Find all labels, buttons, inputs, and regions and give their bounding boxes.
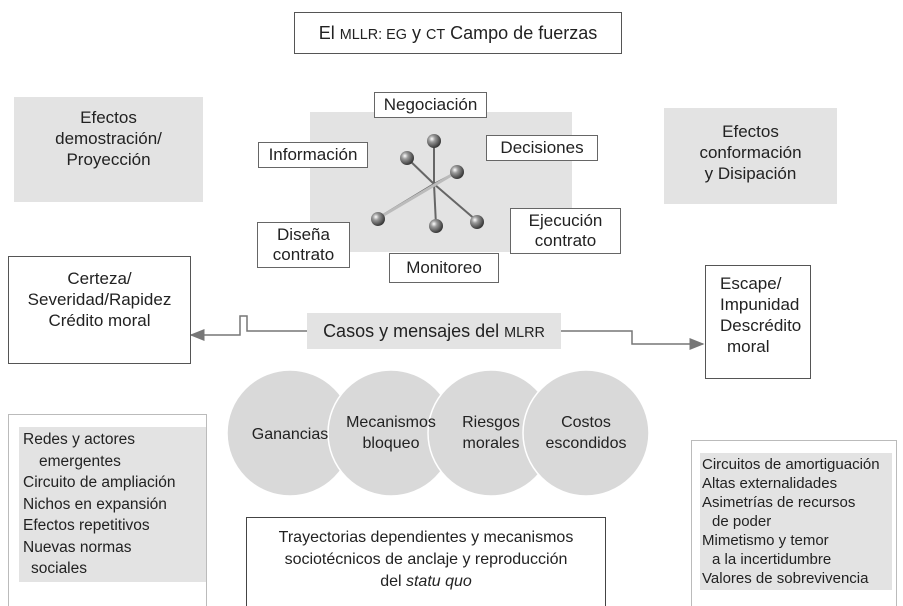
riesgos-line-2: morales <box>462 435 520 452</box>
node-monitoreo: Monitoreo <box>389 253 499 283</box>
arrow-to-certeza <box>189 315 307 341</box>
circle-label-costos: Costos escondidos <box>531 412 641 454</box>
overlapping-circles <box>226 369 650 497</box>
title-y: y <box>406 23 426 43</box>
right-effects-line-1: Efectos <box>722 122 779 141</box>
sphere-left-lower <box>371 212 385 226</box>
right-effects-box: Efectos conformación y Disipación <box>664 108 837 204</box>
trayectorias-statu-quo: statu quo <box>405 573 472 590</box>
costos-line-2: escondidos <box>545 435 627 452</box>
node-negociacion: Negociación <box>374 92 487 118</box>
mecanismos-line-1: Mecanismos <box>346 414 436 431</box>
escape-line-1: Escape/ <box>720 274 782 293</box>
circle-label-riesgos: Riesgos morales <box>436 412 546 454</box>
certeza-line-1: Certeza/ <box>67 269 132 288</box>
left-effects-line-2: demostración/ <box>55 129 162 148</box>
right-list-panel: Circuitos de amortiguación Altas externa… <box>691 440 897 606</box>
certeza-box: Certeza/ Severidad/Rapidez Crédito moral <box>8 256 191 364</box>
circle-label-ganancias: Ganancias <box>230 424 350 445</box>
riesgos-line-1: Riesgos <box>462 414 520 431</box>
mecanismos-line-2: bloqueo <box>362 435 420 452</box>
left-list-item-5: Efectos repetitivos <box>23 517 150 534</box>
title-ct: CT <box>425 27 446 43</box>
right-list-item-7: Valores de sobrevivencia <box>702 570 869 587</box>
ejecucion-line-1: Ejecución <box>528 211 603 230</box>
title-mllr: MLLR <box>339 27 379 43</box>
casos-box: Casos y mensajes del MLRR <box>307 313 561 349</box>
spoke-double-line <box>381 168 461 218</box>
sphere-bottom <box>429 219 443 233</box>
circle-costos <box>522 369 650 497</box>
spoke-monitoreo <box>433 183 437 226</box>
sphere-top <box>427 134 441 148</box>
right-list-item-6: a la incertidumbre <box>712 551 832 568</box>
trayectorias-del: del <box>380 573 406 590</box>
disena-line-1: Diseña <box>277 225 330 244</box>
sphere-left-upper <box>400 151 414 165</box>
right-list-item-2: Altas externalidades <box>702 475 838 492</box>
escape-box: Escape/ Impunidad Descrédito moral <box>705 265 811 379</box>
casos-text: Casos y mensajes del <box>323 321 505 341</box>
left-list-item-4: Nichos en expansión <box>23 495 167 513</box>
spoke-ejecucion <box>433 183 478 222</box>
escape-line-4: moral <box>727 337 770 356</box>
title-colon: : <box>378 27 387 43</box>
left-effects-line-1: Efectos <box>80 108 137 127</box>
trayectorias-line-3: del statu quo <box>247 571 605 593</box>
arrow-to-escape <box>561 330 705 350</box>
ejecucion-line-2: contrato <box>534 231 597 250</box>
left-effects-line-3: Proyección <box>66 150 151 169</box>
node-ejecucion-contrato: Ejecución contrato <box>510 208 621 254</box>
left-list-item-1: Redes y actores <box>23 431 135 448</box>
title-eg: EG <box>386 27 407 43</box>
disena-line-2: contrato <box>272 245 335 264</box>
node-informacion: Información <box>258 142 368 168</box>
sphere-right-lower <box>470 215 484 229</box>
right-list-item-3: Asimetrías de recursos <box>702 494 856 511</box>
right-list-item-5: Mimetismo y temor <box>702 532 829 549</box>
node-disena-contrato: Diseña contrato <box>257 222 350 268</box>
right-effects-line-3: y Disipación <box>704 164 797 183</box>
escape-line-3: Descrédito <box>720 316 802 335</box>
diagram-title: El MLLR: EG y CT Campo de fuerzas <box>294 12 622 54</box>
left-effects-box: Efectos demostración/ Proyección <box>14 97 203 202</box>
star-spokes <box>377 141 478 226</box>
right-list: Circuitos de amortiguación Altas externa… <box>700 453 892 590</box>
ganancias-line: Ganancias <box>251 426 329 443</box>
certeza-line-2: Severidad/Rapidez <box>27 290 172 309</box>
left-list-item-3: Circuito de ampliación <box>23 474 176 491</box>
sphere-group <box>371 134 484 233</box>
costos-line-1: Costos <box>561 414 611 431</box>
trayectorias-box: Trayectorias dependientes y mecanismos s… <box>246 517 606 606</box>
right-list-item-4: de poder <box>712 513 772 530</box>
sphere-right-upper <box>450 165 464 179</box>
certeza-line-3: Crédito moral <box>48 311 151 330</box>
trayectorias-line-2: sociotécnicos de anclaje y reproducción <box>284 551 568 568</box>
circle-label-mecanismos: Mecanismos bloqueo <box>336 412 446 454</box>
left-list-item-7: sociales <box>31 560 87 577</box>
title-prefix: El <box>318 23 340 43</box>
escape-line-2: Impunidad <box>720 295 800 314</box>
node-decisiones: Decisiones <box>486 135 598 161</box>
casos-mlrr: MLRR <box>504 325 545 341</box>
right-list-item-1: Circuitos de amortiguación <box>702 456 880 473</box>
title-suffix: Campo de fuerzas <box>445 23 598 43</box>
right-effects-line-2: conformación <box>699 143 802 162</box>
left-list: Redes y actores emergentes Circuito de a… <box>19 427 206 582</box>
trayectorias-line-1: Trayectorias dependientes y mecanismos <box>278 529 574 546</box>
left-list-item-2: emergentes <box>39 452 121 470</box>
left-list-panel: Redes y actores emergentes Circuito de a… <box>8 414 207 606</box>
left-list-item-6: Nuevas normas <box>23 538 132 556</box>
